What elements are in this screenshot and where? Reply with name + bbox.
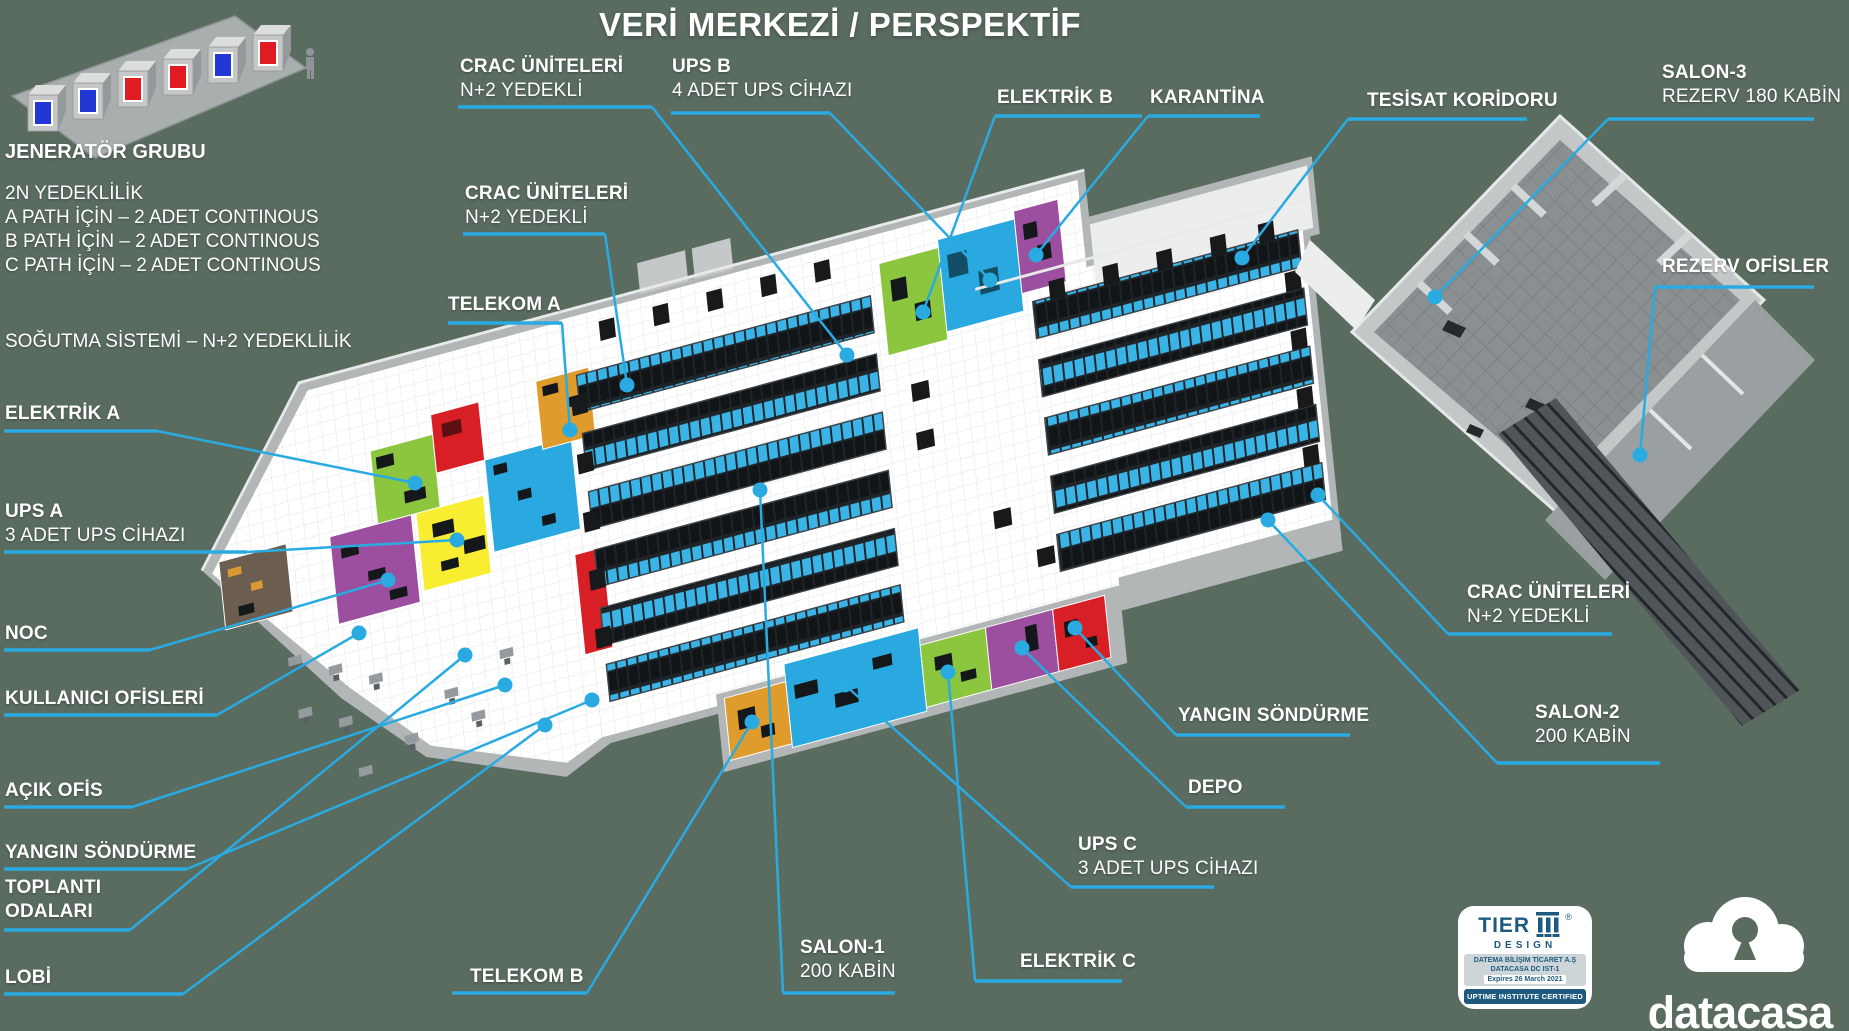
generator-info-line: C PATH İÇİN – 2 ADET CONTINOUS <box>5 255 321 276</box>
label-elektrik-b: ELEKTRİK B <box>997 87 1113 108</box>
badge-site: DATACASA DC IST-1 <box>1490 966 1560 973</box>
label-acik-ofis: AÇIK OFİS <box>5 780 103 801</box>
label-telekom-a: TELEKOM A <box>448 294 561 315</box>
generator-info-line: A PATH İÇİN – 2 ADET CONTINOUS <box>5 207 319 228</box>
tier-iii-badge: TIER ® DESIGN DATEMA BİLİŞİM TİCARET A.Ş… <box>1458 906 1592 1009</box>
label-karantina: KARANTİNA <box>1150 87 1265 108</box>
crac-units <box>570 220 1320 650</box>
tesisat-corridor-floor <box>1089 165 1314 287</box>
salon2-rack-rows <box>1031 228 1327 573</box>
label-telekom-b: TELEKOM B <box>470 966 584 987</box>
generator-info-title: JENERATÖR GRUBU <box>5 141 206 163</box>
tier-iii-columns-icon <box>1536 912 1560 937</box>
label-yangin-sondurme-sag: YANGIN SÖNDÜRME <box>1178 705 1370 726</box>
page-title: VERİ MERKEZİ / PERSPEKTİF <box>599 6 1081 43</box>
label-depo: DEPO <box>1188 777 1243 798</box>
label-toplanti-odalari: TOPLANTI ODALARI <box>5 877 102 922</box>
leader-dots <box>351 247 1648 733</box>
brand-logo: datacasa <box>1620 886 1849 1031</box>
label-noc: NOC <box>5 623 48 644</box>
salon3-hall <box>1295 113 1767 515</box>
badge-footer: UPTIME INSTITUTE CERTIFIED <box>1464 989 1586 1004</box>
datacasa-cloud-icon <box>1684 897 1804 972</box>
label-yangin-sondurme-sol: YANGIN SÖNDÜRME <box>5 842 197 863</box>
brand-wordmark: datacasa <box>1647 987 1834 1031</box>
building-plan <box>200 156 1343 778</box>
generator-group-illustration <box>10 15 314 159</box>
generator-info-line: 2N YEDEKLİLİK <box>5 183 144 204</box>
red-room <box>430 401 486 474</box>
label-rezerv-ofisler: REZERV OFİSLER <box>1662 256 1830 277</box>
label-elektrik-a: ELEKTRİK A <box>5 403 121 424</box>
label-elektrik-c: ELEKTRİK C <box>1020 951 1136 972</box>
person-figure <box>306 48 314 79</box>
generator-info: JENERATÖR GRUBU 2N YEDEKLİLİK A PATH İÇİ… <box>5 140 321 278</box>
office-desks <box>287 646 514 778</box>
salon1-rack-rows <box>575 294 905 703</box>
keyhole-icon <box>1732 917 1758 960</box>
elektrik-b-room <box>878 246 949 357</box>
tier-text: TIER <box>1478 913 1531 937</box>
rezerv-ofisler-wing <box>1498 300 1815 726</box>
badge-company: DATEMA BİLİŞİM TİCARET A.Ş <box>1473 957 1577 964</box>
crac-room-blue <box>484 436 582 553</box>
registered-mark: ® <box>1565 912 1572 922</box>
label-underlines <box>4 105 1814 996</box>
cooling-info: SOĞUTMA SİSTEMİ – N+2 YEDEKLİLİK <box>5 331 352 352</box>
service-pier <box>1498 398 1800 726</box>
leader-lines <box>129 106 1657 996</box>
design-text: DESIGN <box>1493 940 1557 951</box>
label-kullanici-ofisleri: KULLANICI OFİSLERİ <box>5 688 204 709</box>
label-tesisat-koridoru: TESİSAT KORİDORU <box>1367 90 1558 111</box>
badge-expiry: Expires 26 March 2021 <box>1484 975 1566 984</box>
label-lobi: LOBİ <box>5 967 52 988</box>
generator-info-line: B PATH İÇİN – 2 ADET CONTINOUS <box>5 231 320 252</box>
